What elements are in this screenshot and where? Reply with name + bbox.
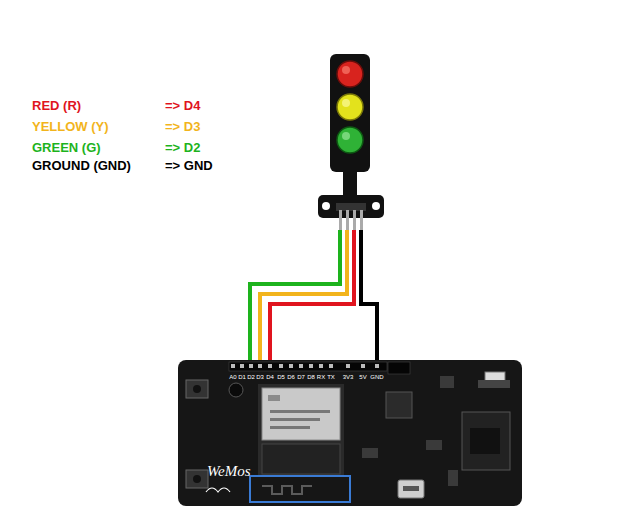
- header-pin: [279, 364, 283, 368]
- pin-label: D8: [307, 374, 315, 380]
- pin-label: 3V3: [343, 374, 354, 380]
- pin-label: D3: [256, 374, 264, 380]
- header-pin: [309, 364, 313, 368]
- header-pin: [258, 364, 262, 368]
- pin-label: 5V: [359, 374, 366, 380]
- header-pin: [240, 364, 244, 368]
- pin-assignment: => D2: [165, 141, 200, 154]
- red-wire: [270, 230, 354, 368]
- wire-color-label: GROUND (GND): [32, 159, 131, 172]
- wemos-board: [178, 360, 522, 506]
- pin-label: D6: [287, 374, 295, 380]
- pin-label: D4: [266, 374, 274, 380]
- pin-assignment: => GND: [165, 159, 213, 172]
- wire-color-label: GREEN (G): [32, 141, 101, 154]
- header-pin: [346, 364, 350, 368]
- pin-label: D5: [277, 374, 285, 380]
- wire-color-label: YELLOW (Y): [32, 120, 109, 133]
- yellow-wire: [260, 230, 347, 368]
- pin-label: D7: [297, 374, 305, 380]
- pin-label: TX: [327, 374, 335, 380]
- pin-label: GND: [370, 374, 383, 380]
- wires: [250, 230, 377, 368]
- brand-logo: WeMos: [207, 464, 251, 479]
- wire-color-label: RED (R): [32, 99, 81, 112]
- pin-assignment: => D4: [165, 99, 200, 112]
- header-pin: [329, 364, 333, 368]
- header-pin: [361, 364, 365, 368]
- pin-label: D2: [247, 374, 255, 380]
- header-pin: [299, 364, 303, 368]
- header-pin: [319, 364, 323, 368]
- traffic-light-module: [318, 54, 384, 232]
- header-pin: [268, 364, 272, 368]
- pin-label: RX: [317, 374, 325, 380]
- header-pin: [289, 364, 293, 368]
- header-pin: [231, 364, 235, 368]
- pin-label: D1: [238, 374, 246, 380]
- black-wire: [361, 230, 377, 368]
- header-pin: [375, 364, 379, 368]
- green-wire: [250, 230, 340, 368]
- pin-assignment: => D3: [165, 120, 200, 133]
- pin-label: A0: [229, 374, 236, 380]
- header-pin: [249, 364, 253, 368]
